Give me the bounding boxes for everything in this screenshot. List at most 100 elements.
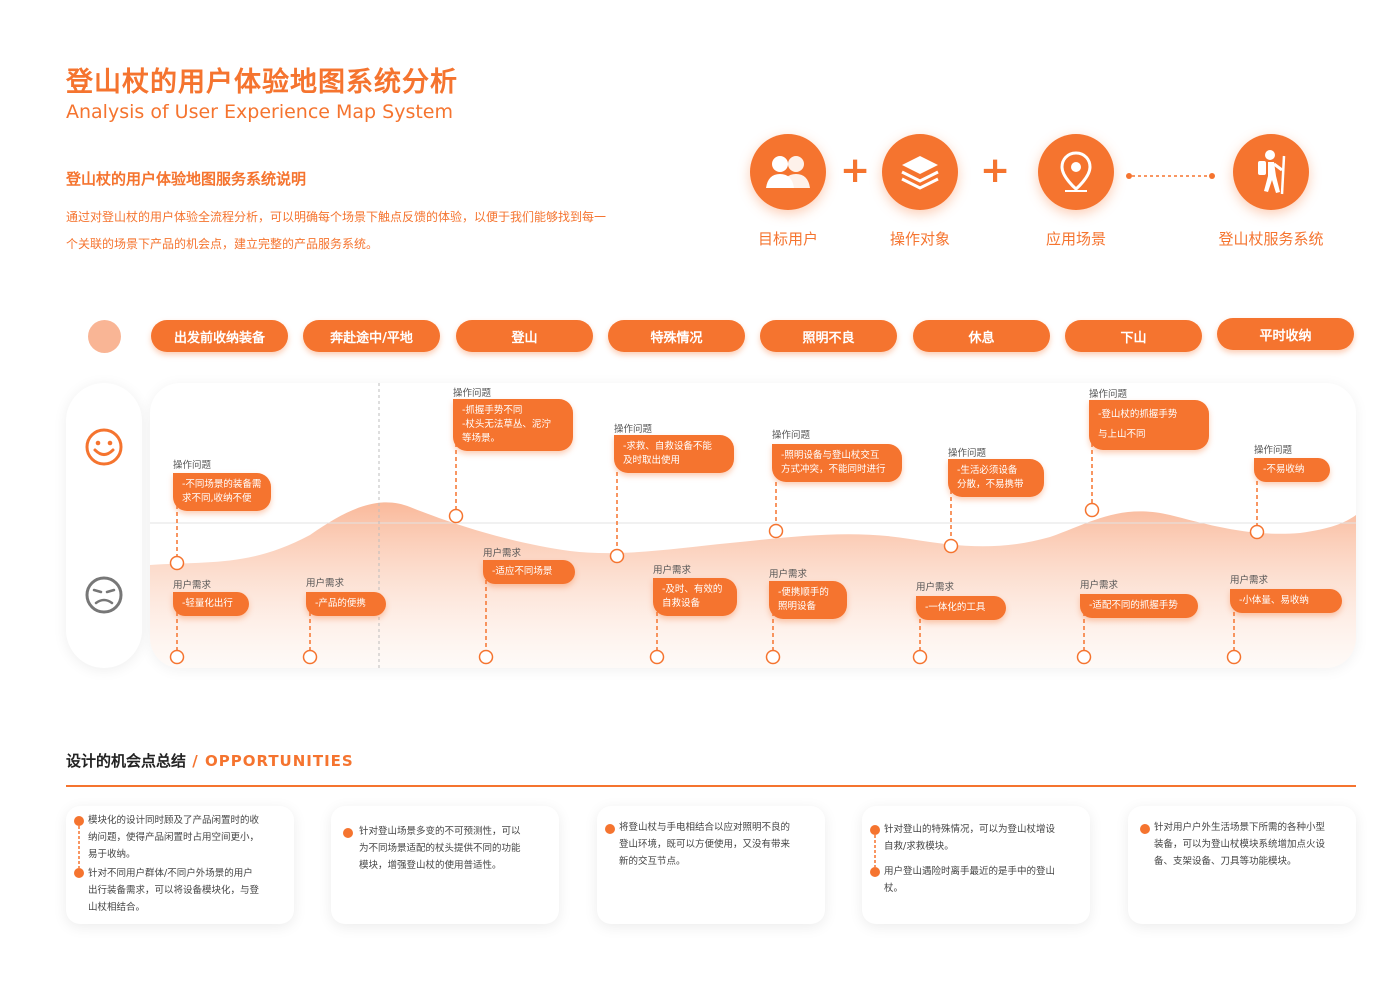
need-bubble: -产品的便携 <box>306 592 386 616</box>
need-caption: 用户需求 <box>769 569 808 580</box>
system-label-users: 目标用户 <box>757 230 818 248</box>
intro-line: 通过对登山杖的用户体验全流程分析，可以明确每个场景下触点反馈的体验，以便于我们能… <box>66 210 607 224</box>
need-caption: 用户需求 <box>916 582 955 593</box>
opportunities-title-cn: 设计的机会点总结 <box>66 752 187 770</box>
frown-icon <box>85 576 123 614</box>
intro-line: 个关联的场景下产品的机会点，建立完整的产品服务系统。 <box>66 237 379 251</box>
pain-text: -照明设备与登山杖交互 <box>781 450 880 461</box>
stage-pill[interactable]: 下山 <box>1065 320 1202 352</box>
pain-caption: 操作问题 <box>614 424 653 435</box>
need-node <box>649 649 665 665</box>
pain-caption: 操作问题 <box>948 448 987 459</box>
page-title: 登山杖的用户体验地图系统分析 <box>66 67 458 98</box>
stage-pill[interactable]: 特殊情况 <box>608 320 745 352</box>
emotion-wave-area <box>150 502 1356 668</box>
need-text: -小体量、易收纳 <box>1239 595 1309 606</box>
need-text: -适配不同的抓握手势 <box>1089 600 1178 611</box>
smile-icon <box>85 428 123 466</box>
card-text: 将登山杖与手电相结合以应对照明不良的 登山环境，既可以方便使用，又没有带来 新的… <box>619 819 819 870</box>
pain-text: -登山杖的抓握手势 <box>1098 409 1178 420</box>
pain-caption: 操作问题 <box>772 430 811 441</box>
need-node <box>1076 649 1092 665</box>
need-bubble: -及时、有效的 自救设备 <box>653 578 737 616</box>
opportunity-card: 将登山杖与手电相结合以应对照明不良的 登山环境，既可以方便使用，又没有带来 新的… <box>597 806 825 924</box>
need-text: 自救设备 <box>662 598 701 609</box>
bullet-connector <box>78 826 80 868</box>
pain-caption: 操作问题 <box>173 460 212 471</box>
card-line: 新的交互节点。 <box>619 856 686 867</box>
card-line: 山杖相结合。 <box>88 902 146 913</box>
stage-pill[interactable]: 出发前收纳装备 <box>151 320 288 352</box>
card-text: 针对登山的特殊情况，可以为登山杖增设 自救/求救模块。 <box>884 821 1084 855</box>
bullet-dot <box>870 825 880 835</box>
card-line: 登山环境，既可以方便使用，又没有带来 <box>619 839 791 850</box>
need-caption: 用户需求 <box>306 578 345 589</box>
page-subtitle-en: Analysis of User Experience Map System <box>66 101 454 123</box>
stage-pill[interactable]: 登山 <box>456 320 593 352</box>
pain-text: -抓握手势不同 <box>462 405 523 416</box>
need-text: -一体化的工具 <box>925 602 986 613</box>
intro-description: 通过对登山杖的用户体验全流程分析，可以明确每个场景下触点反馈的体验，以便于我们能… <box>66 204 666 258</box>
pain-bubble: -抓握手势不同 -杖头无法草丛、泥泞 等场景。 <box>453 399 573 451</box>
stage-pill[interactable]: 休息 <box>913 320 1050 352</box>
pain-text: -不同场景的装备需 <box>182 479 262 490</box>
card-line: 装备，可以为登山杖模块系统增加点火设 <box>1154 839 1326 850</box>
pain-bubble: -生活必须设备 分散，不易携带 <box>948 459 1044 497</box>
need-node <box>912 649 928 665</box>
card-line: 易于收纳。 <box>88 849 136 860</box>
dashed-connector <box>1126 173 1215 179</box>
pain-text: -不易收纳 <box>1263 464 1305 475</box>
pain-caption: 操作问题 <box>1089 389 1128 400</box>
opportunity-card: 针对用户户外生活场景下所需的各种小型 装备，可以为登山杖模块系统增加点火设 备、… <box>1128 806 1356 924</box>
pain-bubble: -求救、自救设备不能 及时取出使用 <box>614 435 734 473</box>
stage-pill[interactable]: 奔赴途中/平地 <box>303 320 440 352</box>
pain-text: -生活必须设备 <box>957 465 1018 476</box>
plus-sign: + <box>980 150 1011 191</box>
card-line: 针对不同用户群体/不同户外场景的用户 <box>88 868 253 879</box>
pain-node <box>169 555 185 571</box>
need-text: 照明设备 <box>778 601 817 612</box>
opportunities-divider <box>66 785 1356 787</box>
pain-node <box>943 538 959 554</box>
opportunity-card: 针对登山的特殊情况，可以为登山杖增设 自救/求救模块。 用户登山遇险时离手最近的… <box>862 806 1090 924</box>
card-line: 针对登山的特殊情况，可以为登山杖增设 <box>884 824 1056 835</box>
pain-caption: 操作问题 <box>1254 445 1293 456</box>
pain-text: 与上山不同 <box>1098 429 1146 440</box>
bullet-dot <box>343 828 353 838</box>
stage-pill[interactable]: 照明不良 <box>760 320 897 352</box>
plus-sign: + <box>840 150 871 191</box>
pain-bubble: -不同场景的装备需 求不同,收纳不便 <box>173 473 271 511</box>
need-bubble: -适配不同的抓握手势 <box>1080 594 1198 618</box>
need-node <box>169 649 185 665</box>
need-caption: 用户需求 <box>1080 580 1119 591</box>
bullet-dot <box>74 816 84 826</box>
pain-bubble: -不易收纳 <box>1254 458 1330 482</box>
need-caption: 用户需求 <box>1230 575 1269 586</box>
system-label-scene: 应用场景 <box>1045 230 1106 248</box>
need-node <box>1226 649 1242 665</box>
opportunities-title: 设计的机会点总结 / OPPORTUNITIES <box>66 750 354 771</box>
need-text: -适应不同场景 <box>492 566 553 577</box>
pain-node <box>448 508 464 524</box>
bullet-dot <box>74 868 84 878</box>
pain-text: 及时取出使用 <box>623 455 681 466</box>
layers-icon <box>882 134 958 210</box>
need-bubble: -轻量化出行 <box>173 592 249 616</box>
system-label-object: 操作对象 <box>889 230 950 248</box>
card-line: 针对登山场景多变的不可预测性，可以 <box>359 826 521 837</box>
need-text: -便携顺手的 <box>778 587 829 598</box>
hiker-icon <box>1233 134 1309 210</box>
card-line: 自救/求救模块。 <box>884 841 954 852</box>
stage-pill[interactable]: 平时收纳 <box>1217 318 1354 350</box>
need-caption: 用户需求 <box>483 548 522 559</box>
need-bubble: -一体化的工具 <box>916 596 1006 620</box>
pain-text: 分散，不易携带 <box>957 479 1024 490</box>
need-bubble: -小体量、易收纳 <box>1230 589 1342 613</box>
pain-bubble: -照明设备与登山杖交互 方式冲突，不能同时进行 <box>772 444 902 482</box>
opportunities-title-en: OPPORTUNITIES <box>204 752 354 770</box>
card-line: 为不同场景适配的杖头提供不同的功能 <box>359 843 521 854</box>
opportunity-card: 模块化的设计同时顾及了产品闲置时的收 纳问题，使得产品闲置时占用空间更小， 易于… <box>66 806 294 924</box>
section-title-service: 登山杖的用户体验地图服务系统说明 <box>66 170 307 188</box>
pain-text: -求救、自救设备不能 <box>623 441 712 452</box>
